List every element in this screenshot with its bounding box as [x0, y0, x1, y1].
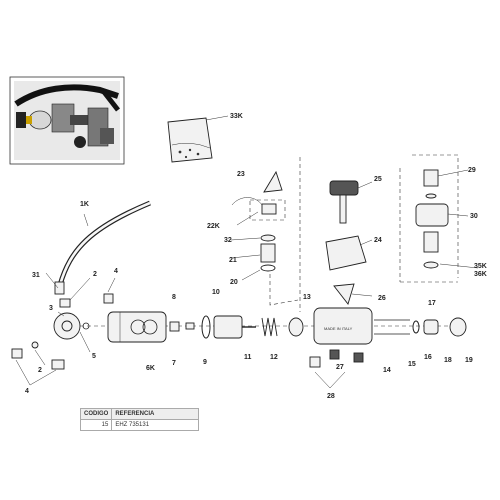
callout-20: 20: [230, 279, 238, 286]
callout-28: 28: [327, 393, 335, 400]
callout-6k: 6K: [146, 365, 155, 372]
callout-17: 17: [428, 300, 436, 307]
callout-15: 15: [408, 361, 416, 368]
callout-18: 18: [444, 357, 452, 364]
hose-1k: [45, 200, 151, 295]
callout-14: 14: [383, 367, 391, 374]
callout-12: 12: [270, 354, 278, 361]
callout-2-upper: 2: [93, 271, 97, 278]
callout-35k: 35K: [474, 263, 487, 270]
main-regulator-assembly: MADE IN ITALY: [80, 307, 467, 389]
callout-31: 31: [32, 272, 40, 279]
callout-33k: 33K: [230, 113, 243, 120]
callout-10: 10: [212, 289, 220, 296]
callout-27: 27: [336, 364, 344, 371]
callout-30: 30: [470, 213, 478, 220]
callout-3: 3: [49, 305, 53, 312]
cartridge-bracket: [399, 154, 479, 283]
inset-photo: [9, 76, 125, 165]
callout-2-lower: 2: [38, 367, 42, 374]
callout-36k: 36K: [474, 271, 487, 278]
reference-table: CODIGO REFERENCIA 15 EHZ 735131: [79, 408, 200, 431]
callout-24: 24: [374, 237, 382, 244]
code-header: CODIGO: [79, 408, 113, 420]
callout-5: 5: [92, 353, 96, 360]
callout-4-upper: 4: [114, 268, 118, 275]
callout-16: 16: [424, 354, 432, 361]
callout-13: 13: [303, 294, 311, 301]
callout-8: 8: [172, 294, 176, 301]
callout-21: 21: [229, 257, 237, 264]
callout-19: 19: [465, 357, 473, 364]
reference-table-header-row: CODIGO REFERENCIA: [79, 408, 200, 420]
second-stage-cluster: [230, 157, 373, 312]
callout-29: 29: [468, 167, 476, 174]
code-value: 15: [79, 419, 113, 431]
parts-bag-33k: [167, 115, 229, 163]
callout-25: 25: [374, 176, 382, 183]
callout-22k: 22K: [207, 223, 220, 230]
callout-4-lower: 4: [25, 388, 29, 395]
callout-7: 7: [172, 360, 176, 367]
callout-1k: 1K: [80, 201, 89, 208]
reference-value: EHZ 735131: [111, 419, 200, 431]
callout-26: 26: [378, 295, 386, 302]
reference-table-row: 15 EHZ 735131: [79, 419, 200, 431]
left-yoke-assembly: [11, 277, 116, 386]
body-marking: MADE IN ITALY: [324, 326, 353, 331]
callout-11: 11: [244, 354, 252, 361]
reference-header: REFERENCIA: [111, 408, 200, 420]
callout-32: 32: [224, 237, 232, 244]
callout-9: 9: [203, 359, 207, 366]
callout-23: 23: [237, 171, 245, 178]
